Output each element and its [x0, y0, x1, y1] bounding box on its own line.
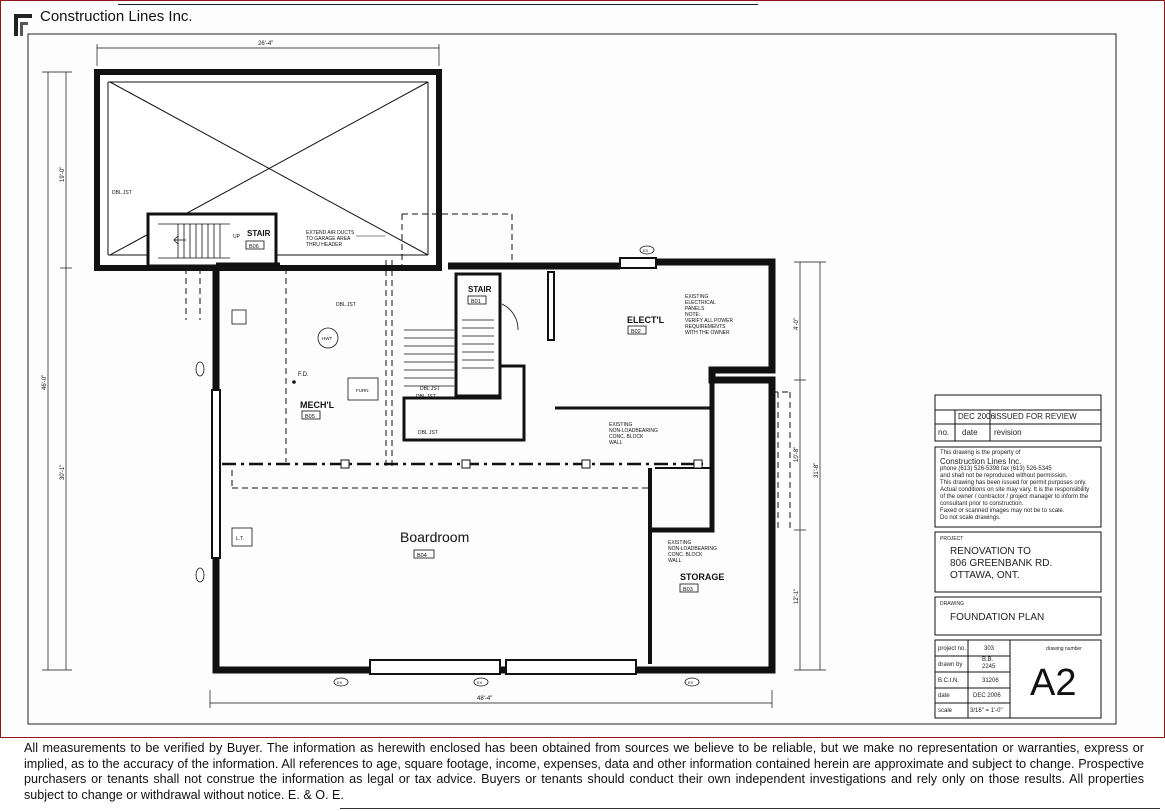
- electrical-panels-note: EXISTING ELECTRICAL PANELS NOTE: VERIFY …: [685, 294, 734, 336]
- company-logo-icon: [14, 14, 32, 36]
- elect-label: ELECT'L: [627, 315, 665, 325]
- company-name: Construction Lines Inc.: [40, 8, 193, 25]
- date: DEC 2006: [973, 693, 1001, 699]
- post-markers: [340, 459, 703, 469]
- project-no: 303: [984, 646, 995, 652]
- drawn-by-label: drawn by: [938, 662, 963, 668]
- stair-upper-tag: [245, 240, 265, 250]
- svg-text:EX: EX: [643, 248, 649, 253]
- dim-left-bottom: 30'-1": [60, 465, 66, 480]
- ex-labels: EX EX EX EX: [337, 248, 694, 685]
- main-basement: [211, 257, 776, 675]
- svg-text:DBL JST: DBL JST: [336, 302, 356, 308]
- svg-text:DBL JST: DBL JST: [420, 386, 440, 392]
- revision-desc: ISSUED FOR REVIEW: [994, 412, 1077, 421]
- elect-code: B02: [631, 329, 641, 335]
- dbl-jst-labels: DBL JST DBL JST DBL JST DBL JST DBL JST: [112, 190, 440, 436]
- property-note: This drawing is the property of Construc…: [940, 450, 1090, 521]
- revision-date: DEC 2006: [958, 412, 995, 421]
- lt-label: L.T.: [236, 536, 244, 542]
- boardroom-label: Boardroom: [400, 529, 469, 545]
- bottom-rule: [340, 808, 1160, 809]
- column-box: [231, 309, 247, 325]
- dim-left-top: 19'-0": [60, 167, 66, 182]
- stair-main-label: STAIR: [468, 285, 492, 294]
- dim-left-total: 46'-0": [42, 375, 48, 390]
- project-no-label: project no.: [938, 646, 967, 652]
- drawing-title: FOUNDATION PLAN: [950, 612, 1045, 623]
- hwt-label: HWT: [322, 336, 332, 341]
- bcin: 31206: [982, 678, 999, 684]
- drawing-label: DRAWING: [940, 601, 964, 607]
- dim-top: 26'-4": [258, 41, 273, 47]
- boardroom-code: B04: [417, 553, 427, 559]
- storage-code: B03: [683, 587, 693, 593]
- svg-text:DBL JST: DBL JST: [112, 190, 132, 196]
- laundry-tub: [231, 527, 253, 547]
- dim-right-bottom: 12'-1": [794, 589, 800, 604]
- bcin-label: B.C.I.N.: [938, 678, 960, 684]
- title-block: [934, 394, 1102, 719]
- air-ducts-note: EXTEND AIR DUCTS TO GARAGE AREA THRU HEA…: [306, 230, 356, 248]
- dashed-lines: [185, 213, 791, 528]
- scale: 3/16" = 1'-0": [970, 708, 1003, 714]
- svg-text:DBL JST: DBL JST: [416, 394, 436, 400]
- svg-text:EX: EX: [337, 680, 343, 685]
- svg-text:EX: EX: [688, 680, 694, 685]
- stair-upper: [146, 212, 278, 268]
- date-label: date: [938, 693, 950, 699]
- drawing-number-label: drawing number: [1046, 646, 1082, 652]
- wall-note-2: EXISTING NON-LOADBEARING CONC. BLOCK WAL…: [668, 540, 718, 564]
- mech-label: MECH'L: [300, 400, 335, 410]
- dim-right-mid: 10'-8": [794, 447, 800, 462]
- svg-text:EX: EX: [477, 680, 483, 685]
- stair-up-label: UP: [233, 234, 241, 240]
- fd-label: F.D.: [298, 372, 309, 378]
- stair-upper-code: B06: [249, 244, 259, 250]
- dim-right-top: 4'-0": [794, 318, 800, 330]
- stair-main: [402, 271, 712, 442]
- stair-upper-label: STAIR: [247, 229, 271, 238]
- project-name: RENOVATION TO 806 GREENBANK RD. OTTAWA, …: [950, 546, 1053, 581]
- stair-main-code: B01: [471, 299, 481, 305]
- dim-bottom: 48'-4": [477, 696, 492, 702]
- scale-label: scale: [938, 708, 953, 714]
- floor-plan: STAIR B06 UP EXTEND AIR DUCTS TO GARAGE …: [27, 33, 1117, 725]
- disclaimer-text: All measurements to be verified by Buyer…: [24, 741, 1144, 802]
- revision-col-date: date: [962, 428, 978, 437]
- dimension-lines: [42, 44, 826, 708]
- sheet-border: [27, 33, 1117, 725]
- dim-right-total: 31'-8": [814, 463, 820, 478]
- mech-code: B05: [305, 414, 315, 420]
- revision-col-rev: revision: [994, 428, 1022, 437]
- furn-label: FURN: [356, 388, 369, 393]
- furnace: [347, 377, 379, 401]
- hwt-tank: [317, 327, 339, 349]
- wall-note-1: EXISTING NON-LOADBEARING CONC. BLOCK WAL…: [609, 422, 659, 446]
- svg-text:DBL JST: DBL JST: [418, 430, 438, 436]
- ex-markers: [195, 245, 700, 687]
- storage-label: STORAGE: [680, 572, 724, 582]
- revision-col-no: no.: [938, 428, 950, 437]
- project-label: PROJECT: [940, 536, 964, 542]
- sheet-number: A2: [1030, 662, 1077, 704]
- drawn-by: B.B. 2245: [982, 657, 996, 670]
- top-rule: [118, 0, 758, 5]
